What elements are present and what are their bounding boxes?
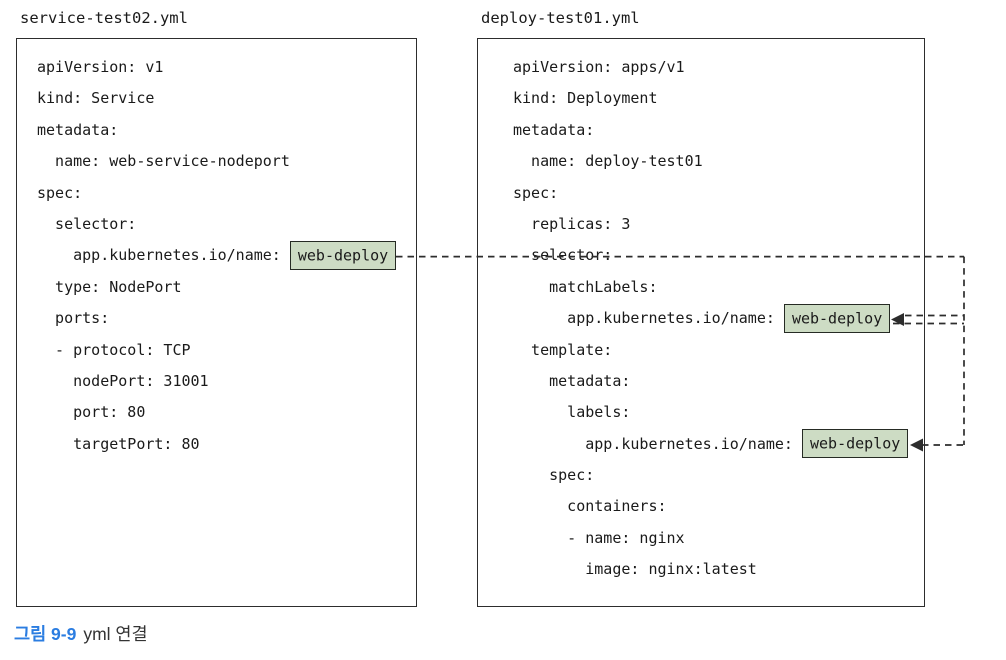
yaml-text: port: 80	[37, 403, 146, 422]
yaml-code-service: apiVersion: v1 kind: Service metadata: nam…	[17, 39, 416, 606]
yaml-text: template:	[513, 340, 613, 359]
yaml-text: nodePort: 31001	[37, 371, 209, 390]
yaml-text: app.kubernetes.io/name:	[513, 434, 802, 453]
yaml-line: metadata:	[513, 366, 924, 397]
yaml-line: - name: nginx	[513, 523, 924, 554]
yaml-line: selector:	[513, 240, 924, 271]
yaml-text: app.kubernetes.io/name:	[37, 246, 290, 265]
yaml-line: selector:	[37, 209, 416, 240]
yaml-line: labels:	[513, 397, 924, 428]
yaml-line: targetPort: 80	[37, 429, 416, 460]
yaml-text: spec:	[513, 466, 595, 485]
yaml-line: ports:	[37, 303, 416, 334]
yaml-line: spec:	[513, 460, 924, 491]
yaml-line: metadata:	[513, 115, 924, 146]
yaml-line: spec:	[37, 178, 416, 209]
label-highlight: web-deploy	[783, 303, 891, 333]
figure-caption: 그림 9-9 yml 연결	[14, 621, 148, 646]
yaml-text: selector:	[37, 214, 137, 233]
yaml-line: metadata:	[37, 115, 416, 146]
yaml-line: name: web-service-nodeport	[37, 146, 416, 177]
yaml-text: metadata:	[513, 371, 631, 390]
file-title-service: service-test02.yml	[20, 9, 188, 27]
yaml-text: matchLabels:	[513, 277, 658, 296]
yaml-line: image: nginx:latest	[513, 554, 924, 585]
yaml-text: metadata:	[513, 120, 595, 139]
yaml-line: replicas: 3	[513, 209, 924, 240]
yaml-line: app.kubernetes.io/name: web-deploy	[513, 303, 924, 334]
file-title-deploy: deploy-test01.yml	[481, 9, 640, 27]
yaml-text: image: nginx:latest	[513, 560, 757, 579]
yaml-text: apiVersion: v1	[37, 58, 164, 76]
yaml-line: template:	[513, 335, 924, 366]
yaml-text: type: NodePort	[37, 277, 182, 296]
yaml-text: apiVersion: apps/v1	[513, 58, 685, 76]
yaml-line: nodePort: 31001	[37, 366, 416, 397]
yaml-text: metadata:	[37, 120, 119, 139]
yaml-line: name: deploy-test01	[513, 146, 924, 177]
yaml-line: type: NodePort	[37, 272, 416, 303]
yaml-text: targetPort: 80	[37, 434, 200, 453]
yaml-line: app.kubernetes.io/name: web-deploy	[37, 240, 416, 271]
yaml-text: selector:	[513, 246, 613, 265]
yaml-text: kind: Service	[37, 89, 155, 108]
yaml-line: apiVersion: apps/v1	[513, 52, 924, 83]
yaml-box-deploy: apiVersion: apps/v1 kind: Deployment metad…	[477, 38, 925, 607]
label-highlight: web-deploy	[289, 240, 397, 270]
label-highlight: web-deploy	[801, 429, 909, 459]
yaml-line: spec:	[513, 178, 924, 209]
yaml-text: spec:	[513, 183, 559, 202]
yaml-text: - protocol: TCP	[37, 340, 191, 359]
yaml-line: - protocol: TCP	[37, 335, 416, 366]
yaml-text: labels:	[513, 403, 631, 422]
yaml-text: - name: nginx	[513, 528, 685, 547]
yaml-line: matchLabels:	[513, 272, 924, 303]
yaml-line: kind: Deployment	[513, 83, 924, 114]
caption-text: yml 연결	[83, 624, 148, 644]
yaml-line: apiVersion: v1	[37, 52, 416, 83]
yaml-text: replicas: 3	[513, 214, 631, 233]
yaml-line: kind: Service	[37, 83, 416, 114]
yaml-box-service: apiVersion: v1 kind: Service metadata: nam…	[16, 38, 417, 607]
yaml-text: containers:	[513, 497, 667, 516]
yaml-text: spec:	[37, 183, 83, 202]
yaml-text: name: web-service-nodeport	[37, 152, 290, 171]
yaml-code-deploy: apiVersion: apps/v1 kind: Deployment metad…	[478, 39, 924, 606]
caption-label: 그림 9-9	[14, 624, 77, 644]
yaml-line: app.kubernetes.io/name: web-deploy	[513, 429, 924, 460]
yaml-text: name: deploy-test01	[513, 152, 703, 171]
yaml-text: ports:	[37, 309, 110, 328]
yaml-line: port: 80	[37, 397, 416, 428]
yaml-text: kind: Deployment	[513, 89, 658, 108]
yaml-text: app.kubernetes.io/name:	[513, 309, 784, 328]
yaml-line: containers:	[513, 491, 924, 522]
